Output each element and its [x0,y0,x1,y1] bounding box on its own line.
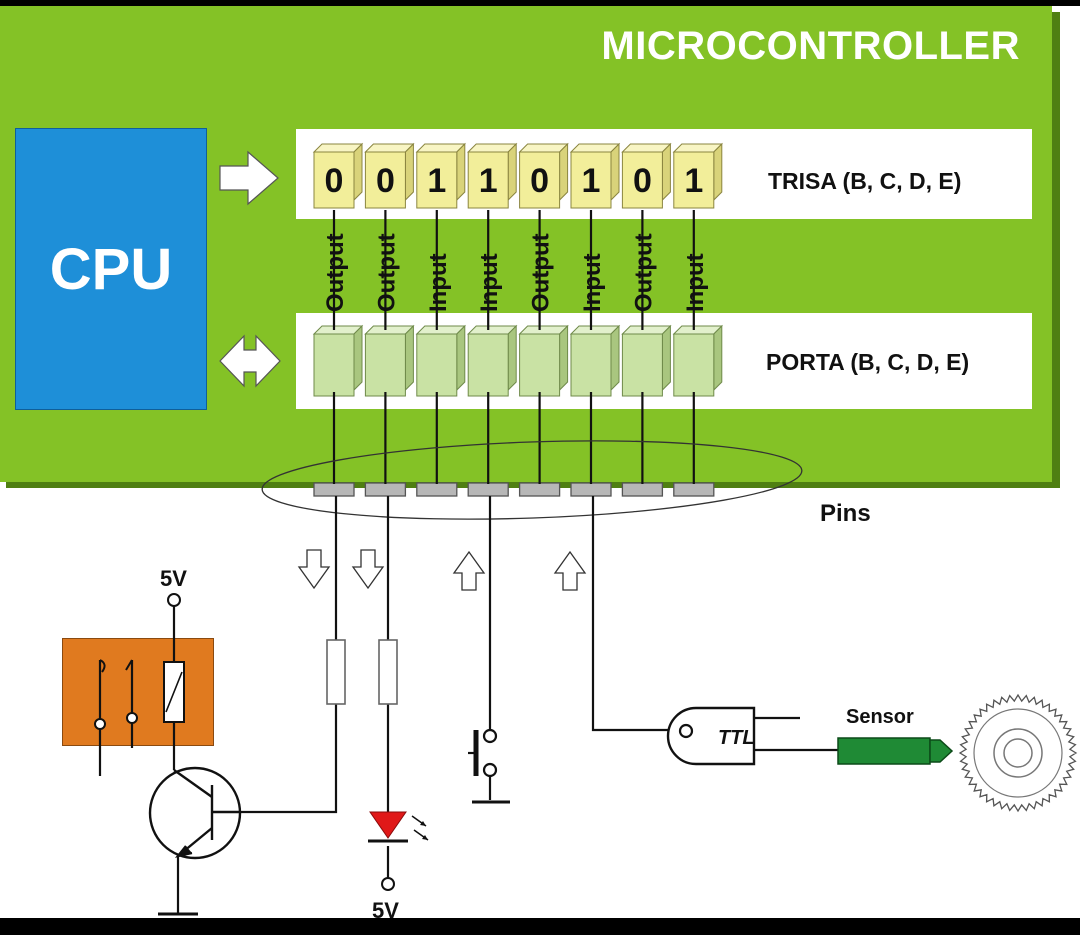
input-arrow-icon [452,550,486,591]
trisa-bit-cell: 1 [672,142,724,209]
cpu-label: CPU [49,236,173,302]
pin-pad [673,482,715,497]
trisa-bit-cell: 0 [621,142,672,209]
pins-label: Pins [820,500,871,527]
porta-bit-cell [466,324,518,397]
wire-pin1 [240,496,338,814]
direction-label: Output [528,233,555,312]
pin-pad [364,482,407,497]
trisa-bit-cell: 0 [518,142,569,209]
trisa-bit-value: 0 [376,162,395,200]
direction-label: Output [322,233,349,312]
direction-label: Input [682,253,709,312]
trisa-bit-cell: 1 [415,142,467,209]
relay-supply-label: 5V [160,566,187,591]
gear-icon [958,693,1078,813]
trisa-bit-cell: 0 [364,142,415,209]
gate-label: TTL [718,727,755,749]
trisa-bit-value: 1 [479,162,498,200]
direction-label: Input [476,253,503,312]
push-button-icon [468,728,498,778]
output-arrow-icon [351,549,385,590]
output-arrow-icon [297,549,331,590]
trisa-bit-value: 1 [427,162,446,200]
wire-pin6 [591,496,686,732]
resistor-icon [378,639,398,705]
trisa-bit-value: 0 [633,162,652,200]
direction-label: Output [630,233,657,312]
porta-label: PORTA (B, C, D, E) [766,349,970,375]
trisa-bit-value: 0 [530,162,549,200]
relay-box [62,638,214,746]
trisa-bit-cell: 1 [466,142,518,209]
top-border [0,0,1080,6]
trisa-bit-value: 1 [582,162,601,200]
trisa-bit-cell: 0 [312,142,364,209]
pin-pad [518,482,561,497]
gate-input-wires [754,716,838,752]
direction-label: Output [373,233,400,312]
porta-bit-cell [621,324,672,397]
pin-pad [416,482,458,497]
trisa-label: TRISA (B, C, D, E) [768,168,962,194]
resistor-icon [326,639,346,705]
pin-pad [313,482,355,497]
cpu-block: CPU [15,128,207,410]
pin-pad [621,482,664,497]
porta-bit-cell [569,324,621,397]
led-icon [368,811,429,891]
direction-label: Input [579,253,606,312]
porta-bit-cell [312,324,364,397]
input-arrow-icon [553,550,587,591]
porta-bit-cell [518,324,569,397]
trisa-bit-value: 1 [684,162,703,200]
trisa-bit-value: 0 [325,162,344,200]
microcontroller-title: MICROCONTROLLER [601,24,1020,68]
bottom-border [0,918,1080,935]
sensor-label: Sensor [846,706,914,728]
ttl-gate-icon: TTL [666,706,756,766]
trisa-bit-cell: 1 [569,142,621,209]
direction-label: Input [425,253,452,312]
pins-ellipse [261,440,803,520]
porta-bit-cell [672,324,724,397]
porta-bit-cell [364,324,415,397]
pin-pad [467,482,509,497]
pin-pad [570,482,612,497]
supply-terminal-icon [167,593,181,607]
bidirectional-arrow-icon [219,334,281,388]
write-arrow-icon [219,150,279,206]
porta-bit-cell [415,324,467,397]
sensor-icon [837,737,954,765]
transistor-icon [148,766,242,860]
